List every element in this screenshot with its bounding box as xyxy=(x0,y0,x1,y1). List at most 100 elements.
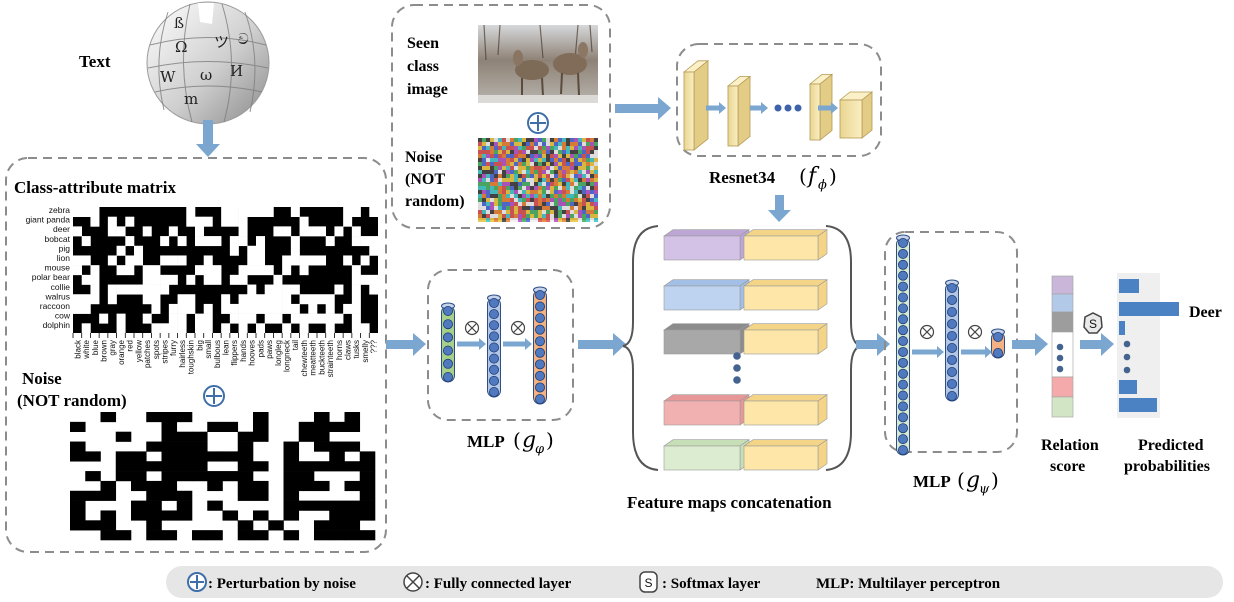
attribute-label: gray xyxy=(108,340,117,356)
noise-pixel xyxy=(498,146,502,150)
noise-cell xyxy=(314,480,330,492)
oplus-icon xyxy=(203,385,225,407)
neuron xyxy=(535,336,546,347)
noise-pixel xyxy=(482,214,486,218)
noise-pixel xyxy=(578,142,582,146)
noise-pixel xyxy=(526,186,530,190)
matrix-cell xyxy=(360,323,370,334)
noise-pixel xyxy=(534,198,538,202)
attribute-label: bulbous xyxy=(213,340,222,368)
neuron xyxy=(947,378,958,389)
noise-pixel xyxy=(558,186,562,190)
noise-pixel xyxy=(574,186,578,190)
noise-pixel xyxy=(498,162,502,166)
matrix-cell xyxy=(343,303,353,314)
noise-pixel xyxy=(578,146,582,150)
noise-pixel xyxy=(510,190,514,194)
matrix-cell xyxy=(142,226,152,237)
matrix-cell xyxy=(282,226,292,237)
noise-cell xyxy=(283,500,300,511)
noise-pixel xyxy=(538,214,542,218)
noise-cell xyxy=(283,530,300,541)
resnet-block-2-front xyxy=(727,85,739,147)
matrix-cell xyxy=(325,303,335,314)
attribute-label: smelly xyxy=(361,340,370,363)
noise-pixel xyxy=(554,194,558,198)
noise-matrix-title-line2: (NOT random) xyxy=(17,391,127,410)
noise-pixel xyxy=(586,142,590,146)
noise-pixel xyxy=(570,158,574,162)
noise-pixel xyxy=(578,162,582,166)
noise-pixel xyxy=(534,158,538,162)
noise-pixel xyxy=(502,218,506,222)
noise-cell xyxy=(146,461,162,472)
noise-pixel xyxy=(558,150,562,154)
attribute-label: hooves xyxy=(248,340,257,366)
legend-bar xyxy=(166,566,1223,598)
matrix-cell xyxy=(290,245,300,256)
noise-pixel xyxy=(566,150,570,154)
g-varphi-close: ) xyxy=(546,428,554,452)
svg-text:И: И xyxy=(230,62,243,80)
noise-pixel xyxy=(482,190,486,194)
resnet-block-4-side xyxy=(861,91,873,139)
noise-cell xyxy=(253,461,269,472)
matrix-cell xyxy=(142,294,152,305)
noise-cell xyxy=(207,451,223,462)
noise-pixel xyxy=(574,170,578,174)
attribute-label: buckteeth xyxy=(317,340,326,375)
noise-cell xyxy=(176,461,193,472)
mlp2-arrow-1-shaft xyxy=(912,349,938,355)
feature-map-5-left-front xyxy=(663,445,741,471)
noise-pixel xyxy=(550,194,554,198)
noise-pixel xyxy=(498,174,502,178)
noise-cell xyxy=(359,510,376,521)
noise-pixel xyxy=(530,162,534,166)
noise-pixel xyxy=(502,166,506,170)
noise-pixel xyxy=(490,210,494,214)
noise-cell xyxy=(161,480,178,492)
noise-cell xyxy=(314,431,330,442)
noise-pixel xyxy=(534,194,538,198)
noise-pixel xyxy=(550,146,554,150)
neuron xyxy=(898,444,909,455)
noise-pixel xyxy=(558,142,562,146)
noise-pixel xyxy=(478,142,482,146)
class-label: dolphin xyxy=(43,320,71,330)
noise-pixel xyxy=(558,138,562,142)
noise-cell xyxy=(176,500,193,511)
noise-pixel xyxy=(578,218,582,222)
g-psi-close: ) xyxy=(991,468,999,492)
resnet-arrow-3-shaft xyxy=(818,105,832,111)
noise-pixel xyxy=(526,182,530,186)
noise-pixel xyxy=(530,182,534,186)
matrix-cell xyxy=(238,274,248,285)
matrix-cell xyxy=(247,284,257,295)
arrow-globe-to-matrix xyxy=(196,120,220,157)
matrix-cell xyxy=(73,255,83,266)
feature-map-2-right-top xyxy=(743,279,828,287)
noise-pixel xyxy=(582,150,586,154)
mlp2-arrow-1-head xyxy=(937,346,944,358)
noise-pixel xyxy=(514,186,518,190)
matrix-cell xyxy=(151,274,161,285)
noise-pixel xyxy=(478,206,482,210)
g-psi-open: ( xyxy=(957,468,965,492)
matrix-cell xyxy=(177,294,187,305)
noise-pixel xyxy=(538,202,542,206)
matrix-cell xyxy=(186,294,196,305)
noise-cell xyxy=(100,530,117,541)
mlp1-network xyxy=(441,286,547,405)
matrix-cell xyxy=(238,207,248,217)
noise-pixel xyxy=(494,158,498,162)
noise-pixel xyxy=(518,198,522,202)
matrix-cell xyxy=(264,303,274,314)
matrix-cell xyxy=(264,313,274,324)
noise-pixel xyxy=(542,178,546,182)
noise-pixel xyxy=(554,218,558,222)
left-curly-brace xyxy=(622,225,659,471)
matrix-cell xyxy=(142,265,152,276)
noise-cell xyxy=(207,500,223,511)
svg-text:W: W xyxy=(160,68,176,86)
noise-pixel xyxy=(518,194,522,198)
